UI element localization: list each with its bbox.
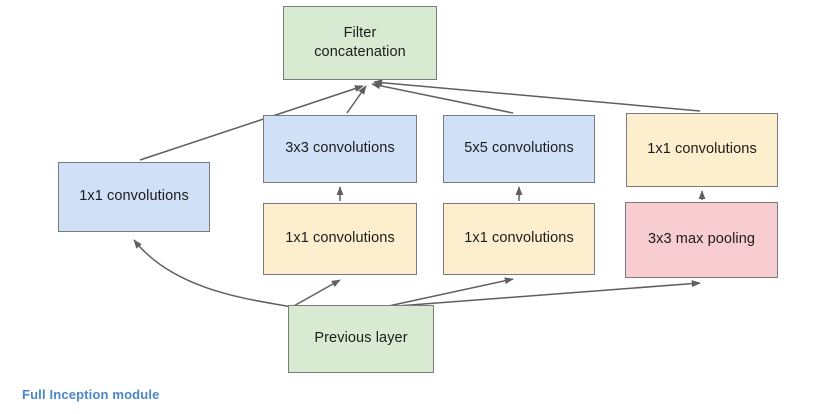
- edge-previous-to-mid-left-1x1: [291, 279, 341, 308]
- node-label-mid-right-1x1-convolutions: 1x1 convolutions: [464, 230, 574, 247]
- edge-3x3-to-concat: [346, 85, 367, 114]
- node-filter-concatenation[interactable]: Filter concatenation: [283, 6, 437, 80]
- node-label-left-1x1-convolutions: 1x1 convolutions: [79, 188, 189, 205]
- node-label-mid-left-1x1-convolutions: 1x1 convolutions: [285, 230, 395, 247]
- node-mid-right-1x1-convolutions[interactable]: 1x1 convolutions: [443, 203, 595, 275]
- node-label-right-1x1-convolutions: 1x1 convolutions: [647, 141, 757, 158]
- node-label-5x5-convolutions: 5x5 convolutions: [464, 140, 574, 157]
- node-previous-layer[interactable]: Previous layer: [288, 305, 434, 373]
- edge-previous-to-mid-right-1x1: [383, 277, 514, 308]
- node-right-1x1-convolutions[interactable]: 1x1 convolutions: [626, 113, 778, 187]
- diagram-caption: Full Inception module: [22, 387, 160, 402]
- edge-right-1x1-to-concat: [373, 79, 701, 112]
- node-label-previous-layer: Previous layer: [314, 330, 408, 347]
- node-3x3-max-pooling[interactable]: 3x3 max pooling: [625, 202, 778, 278]
- edge-previous-to-max-pooling: [383, 280, 701, 308]
- node-left-1x1-convolutions[interactable]: 1x1 convolutions: [58, 162, 210, 232]
- node-5x5-convolutions[interactable]: 5x5 convolutions: [443, 115, 595, 183]
- node-label-filter-concatenation: Filter concatenation: [314, 24, 406, 60]
- node-mid-left-1x1-convolutions[interactable]: 1x1 convolutions: [263, 203, 417, 275]
- node-label-3x3-convolutions: 3x3 convolutions: [285, 140, 395, 157]
- edge-5x5-to-concat: [371, 82, 514, 114]
- node-label-3x3-max-pooling: 3x3 max pooling: [647, 231, 756, 248]
- node-3x3-convolutions[interactable]: 3x3 convolutions: [263, 115, 417, 183]
